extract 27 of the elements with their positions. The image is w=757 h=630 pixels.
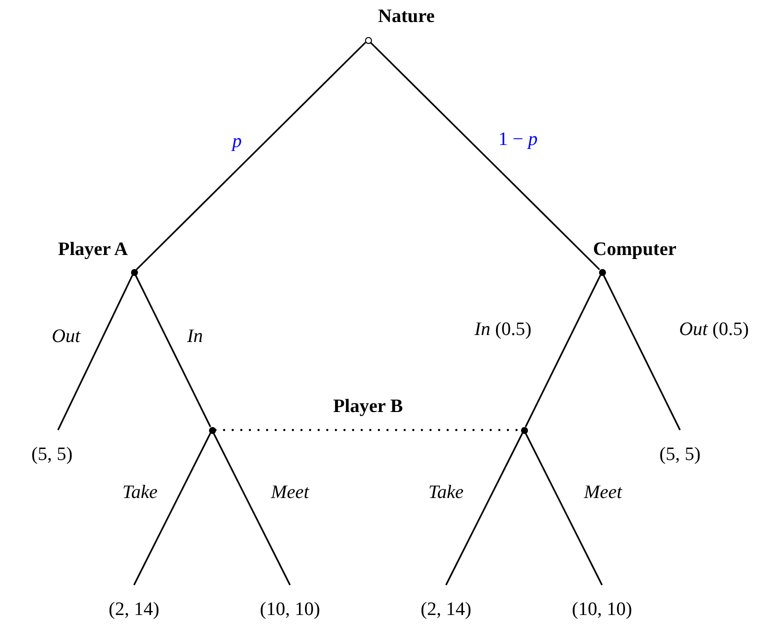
player-label: Nature [378, 6, 435, 28]
branch-line [370, 42, 600, 270]
payoff-label: (5, 5) [659, 430, 701, 466]
branch-line [136, 42, 366, 270]
payoff-label: (2, 14) [420, 585, 472, 621]
branch-line [134, 274, 212, 428]
decision-node [130, 268, 138, 276]
branch-line [602, 274, 681, 430]
player-label: Player A [58, 239, 128, 261]
decision-node [598, 268, 606, 276]
edge-label: In (0.5) [472, 319, 534, 341]
player-label: Computer [593, 239, 676, 261]
decision-node [208, 426, 216, 434]
branch-line [212, 432, 291, 586]
payoff-label: (2, 14) [108, 585, 160, 621]
branch-line [524, 274, 602, 428]
branch-line [445, 432, 524, 586]
edge-label: Out (0.5) [677, 319, 751, 341]
branch-line [524, 432, 603, 586]
branch-line [57, 274, 134, 430]
payoff-label: (10, 10) [260, 585, 320, 621]
branch-line [133, 432, 212, 586]
payoff-label: (5, 5) [31, 430, 73, 466]
decision-node [520, 426, 528, 434]
payoff-label: (10, 10) [572, 585, 632, 621]
edge-label: Player B [332, 396, 404, 418]
chance-node [364, 36, 372, 44]
